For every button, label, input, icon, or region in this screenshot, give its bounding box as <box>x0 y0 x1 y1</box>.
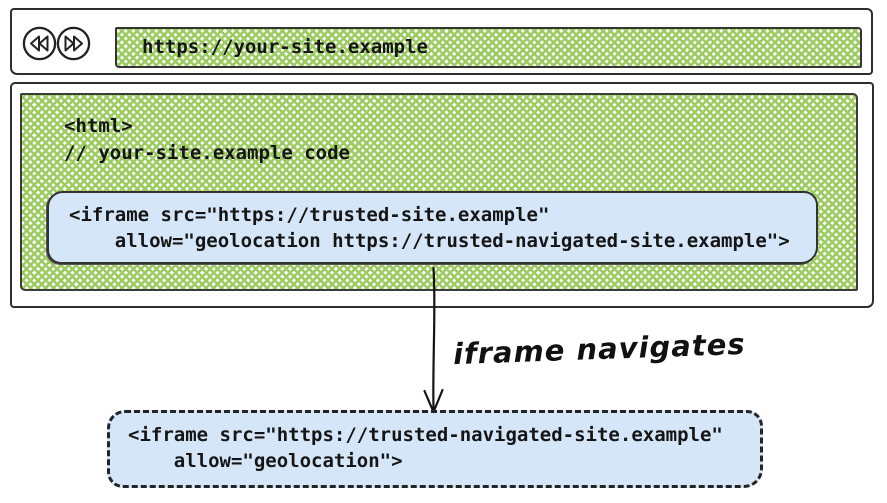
arrow-down-icon <box>423 266 444 414</box>
fast-forward-icon <box>56 26 91 61</box>
arrow-label: iframe navigates <box>452 326 747 372</box>
navigated-iframe-code: <iframe src="https://trusted-navigated-s… <box>128 424 723 472</box>
iframe-code: <iframe src="https://trusted-site.exampl… <box>69 204 790 252</box>
back-button[interactable] <box>22 26 57 61</box>
rewind-icon <box>22 26 57 61</box>
browser-viewport: <html> // your-site.example code <iframe… <box>10 82 874 308</box>
url-input[interactable]: https://your-site.example <box>115 27 862 68</box>
page-source-code: <html> // your-site.example code <box>64 115 350 164</box>
navigated-iframe-code-box: <iframe src="https://trusted-navigated-s… <box>107 410 763 488</box>
forward-button[interactable] <box>56 26 91 61</box>
iframe-code-box: <iframe src="https://trusted-site.exampl… <box>47 191 818 264</box>
page-surface: <html> // your-site.example code <iframe… <box>20 93 858 291</box>
browser-toolbar: https://your-site.example <box>10 8 873 75</box>
